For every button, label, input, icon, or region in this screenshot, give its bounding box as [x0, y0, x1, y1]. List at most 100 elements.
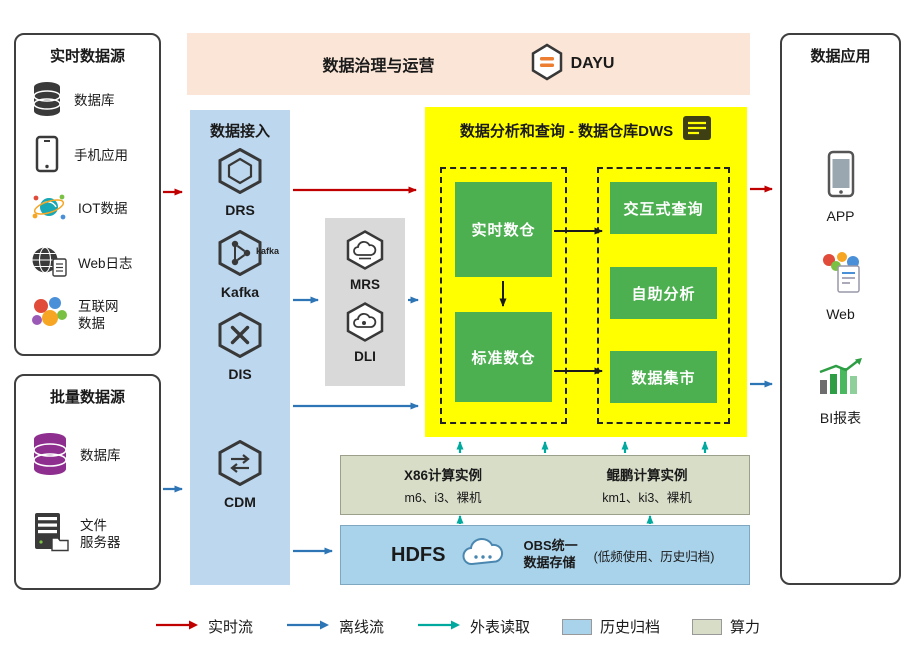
- obs-storage-label: OBS统一 数据存储: [523, 538, 578, 570]
- processing-item-label: DLI: [354, 349, 376, 364]
- compute-panel: X86计算实例 m6、i3、裸机 鲲鹏计算实例 km1、ki3、裸机: [340, 455, 750, 515]
- module-self-service-analysis: 自助分析: [610, 267, 717, 319]
- ingestion-item-kafka: kafka Kafka: [190, 229, 290, 300]
- module-standard-warehouse: 标准数仓: [455, 312, 552, 402]
- module-interactive-query: 交互式查询: [610, 182, 717, 234]
- red-arrow-icon: [154, 618, 200, 636]
- legend-compute: 算力: [692, 616, 760, 637]
- web-dashboard-icon: [817, 252, 865, 300]
- drs-hexagon-icon: [217, 147, 263, 198]
- ingestion-item-drs: DRS: [190, 147, 290, 218]
- blue-arrow-icon: [285, 618, 331, 636]
- dayu-hexagon-icon: [530, 43, 564, 86]
- module-label: 标准数仓: [471, 349, 536, 367]
- source-item-label: 数据库: [80, 448, 121, 464]
- legend-external: 外表读取: [416, 616, 530, 637]
- batch-sources-title: 批量数据源: [49, 389, 125, 406]
- module-data-mart: 数据集市: [610, 351, 717, 403]
- dis-hexagon-icon: [217, 311, 263, 362]
- module-label: 交互式查询: [623, 200, 704, 218]
- applications-title: 数据应用: [810, 48, 871, 65]
- application-item-label: BI报表: [819, 410, 862, 426]
- source-item-label: 数据库: [74, 93, 115, 109]
- realtime-sources-title: 实时数据源: [49, 48, 125, 65]
- governance-banner: 数据治理与运营 DAYU: [187, 33, 750, 95]
- source-item-internet-data: 互联网 数据: [30, 295, 119, 336]
- source-item-mobile-app: 手机应用: [30, 135, 128, 178]
- ingestion-item-cdm: CDM: [190, 439, 290, 510]
- dayu-logo-text: DAYU: [570, 55, 615, 72]
- hdfs-label: HDFS: [391, 543, 446, 566]
- source-item-web-log: Web日志: [30, 245, 133, 284]
- compute-kunpeng-title: 鲲鹏计算实例: [606, 468, 688, 483]
- source-item-label: 手机应用: [74, 148, 128, 164]
- obs-cloud-icon: [461, 537, 507, 574]
- kafka-wordmark: kafka: [256, 246, 280, 256]
- storage-panel: HDFS OBS统一 数据存储 (低频使用、历史归档): [340, 525, 750, 585]
- realtime-sources-panel: 实时数据源 数据库 手机应用 IOT数据 Web日志 互联网 数据: [14, 33, 161, 356]
- dws-title: 数据分析和查询 - 数据仓库DWS: [459, 123, 674, 140]
- source-item-label: 互联网 数据: [78, 298, 119, 331]
- source-item-file-server: 文件 服务器: [30, 511, 121, 558]
- source-item-label: 文件 服务器: [80, 517, 121, 550]
- dayu-logo: DAYU: [530, 43, 615, 86]
- compute-x86-title: X86计算实例: [403, 468, 483, 483]
- legend-label: 算力: [730, 619, 761, 636]
- legend-label: 实时流: [207, 619, 253, 636]
- module-label: 实时数仓: [471, 222, 536, 239]
- compute-kunpeng-subtitle: km1、ki3、裸机: [602, 491, 692, 505]
- ingestion-title: 数据接入: [209, 123, 270, 140]
- ingestion-item-dis: DIS: [190, 311, 290, 382]
- legend-label: 离线流: [338, 619, 384, 636]
- application-item-app: APP: [780, 150, 901, 224]
- source-item-label: Web日志: [78, 256, 133, 272]
- iot-icon: [30, 190, 68, 229]
- compute-x86-subtitle: m6、i3、裸机: [404, 491, 482, 505]
- batch-sources-panel: 批量数据源 数据库 文件 服务器: [14, 374, 161, 590]
- application-item-web: Web: [780, 250, 901, 322]
- module-label: 自助分析: [631, 285, 696, 303]
- legend-offline: 离线流: [285, 616, 384, 637]
- legend-realtime: 实时流: [154, 616, 253, 637]
- source-item-iot: IOT数据: [30, 190, 128, 229]
- ingestion-item-label: Kafka: [220, 284, 260, 300]
- dli-hexagon-icon: [345, 302, 385, 346]
- module-realtime-warehouse: 实时数仓: [455, 182, 552, 277]
- bubble-cluster-icon: [30, 295, 68, 336]
- dws-right-group: [597, 167, 730, 424]
- database-icon: [30, 80, 64, 123]
- compute-kunpeng: 鲲鹏计算实例 km1、ki3、裸机: [545, 456, 749, 514]
- kafka-hexagon-icon: [217, 229, 263, 280]
- applications-panel: 数据应用: [780, 33, 901, 585]
- dws-left-group: [440, 167, 567, 424]
- database-purple-icon: [30, 431, 70, 482]
- bi-chart-icon: [816, 358, 866, 402]
- dws-list-icon: [682, 115, 712, 146]
- mrs-hexagon-icon: [345, 230, 385, 274]
- app-phone-icon: [826, 150, 856, 202]
- globe-document-icon: [30, 245, 68, 284]
- legend-label: 历史归档: [600, 619, 661, 636]
- compute-swatch-icon: [692, 618, 723, 635]
- governance-title: 数据治理与运营: [322, 58, 435, 75]
- cdm-hexagon-icon: [217, 439, 263, 490]
- source-item-batch-database: 数据库: [30, 431, 121, 482]
- obs-storage-note: (低频使用、历史归档): [593, 549, 715, 564]
- ingestion-item-label: DRS: [225, 202, 255, 218]
- ingestion-panel: [190, 110, 290, 585]
- legend: 实时流 离线流 外表读取 历史归档 算力: [0, 616, 914, 637]
- application-item-label: Web: [826, 306, 855, 322]
- legend-label: 外表读取: [469, 619, 530, 636]
- archive-swatch-icon: [562, 618, 592, 635]
- source-item-database: 数据库: [30, 80, 115, 123]
- module-label: 数据集市: [631, 369, 696, 387]
- processing-item-mrs: MRS: [325, 230, 405, 292]
- source-item-label: IOT数据: [78, 201, 128, 217]
- legend-archive: 历史归档: [562, 616, 660, 637]
- ingestion-item-label: DIS: [228, 366, 252, 382]
- processing-item-dli: DLI: [325, 302, 405, 364]
- ingestion-item-label: CDM: [224, 494, 256, 510]
- processing-item-label: MRS: [350, 277, 380, 292]
- server-icon: [30, 511, 70, 558]
